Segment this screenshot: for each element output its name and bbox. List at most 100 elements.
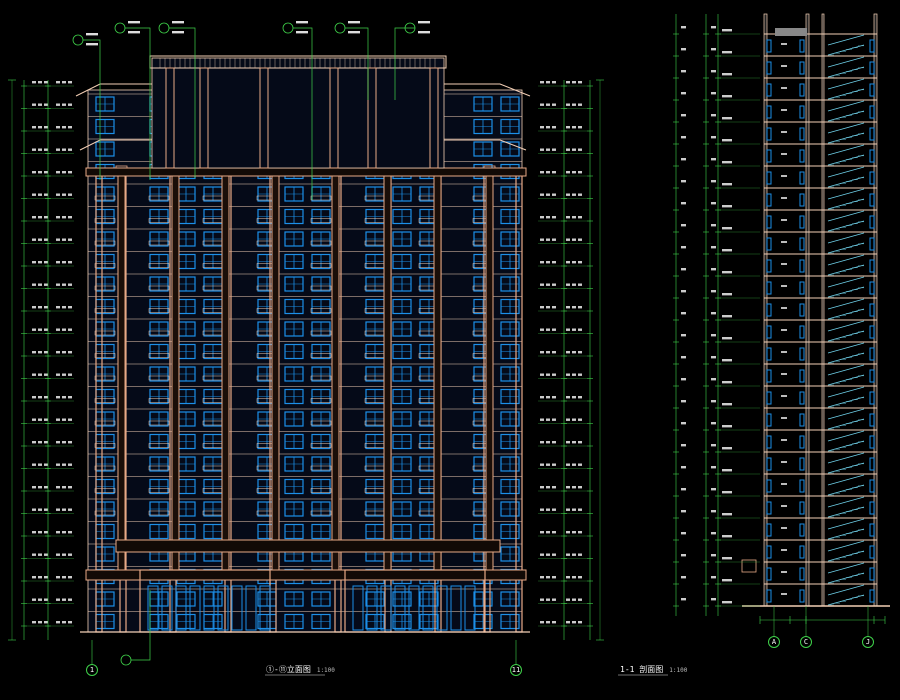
stair-flight bbox=[827, 396, 865, 408]
dimension-text-mark bbox=[38, 486, 42, 489]
dimension-text-mark bbox=[572, 463, 576, 466]
dimension-text-mark bbox=[68, 418, 72, 421]
elevation-scale: 1:100 bbox=[316, 667, 335, 674]
section-axis-bubble-j: J bbox=[862, 636, 874, 648]
dimension-text-mark bbox=[566, 238, 570, 241]
dimension-text-mark bbox=[62, 621, 66, 624]
dimension-text-mark bbox=[32, 598, 36, 601]
entrance-door bbox=[161, 585, 173, 631]
dimension-text-mark bbox=[540, 598, 544, 601]
balcony-rail bbox=[310, 195, 332, 201]
section-window bbox=[869, 127, 875, 141]
entrance-door bbox=[422, 585, 434, 631]
stair-flight bbox=[827, 232, 865, 244]
dimension-text-mark bbox=[38, 598, 42, 601]
room-label-mark bbox=[781, 395, 787, 397]
dimension-text-mark bbox=[578, 193, 582, 196]
column bbox=[331, 169, 340, 575]
stair-flight bbox=[827, 594, 865, 606]
section-window bbox=[799, 391, 805, 405]
dimension-text-mark bbox=[56, 261, 60, 264]
dimension-text-mark bbox=[44, 103, 48, 106]
dimension-text-mark bbox=[44, 306, 48, 309]
stair-flight bbox=[827, 528, 865, 540]
dimension-text-mark bbox=[540, 81, 544, 84]
stair-flight bbox=[827, 144, 865, 156]
dimension-text-mark bbox=[32, 193, 36, 196]
callout-text-mark bbox=[86, 33, 98, 36]
stair-flight bbox=[827, 550, 865, 562]
dimension-text-mark bbox=[56, 193, 60, 196]
dimension-text-mark bbox=[540, 171, 544, 174]
section-dimension-text-mark bbox=[681, 488, 686, 491]
room-label-mark bbox=[781, 153, 787, 155]
dimension-text-mark bbox=[540, 418, 544, 421]
section-level-text-mark bbox=[722, 403, 732, 406]
entrance-door bbox=[352, 585, 364, 631]
dimension-text-mark bbox=[540, 553, 544, 556]
section-level-text-mark bbox=[722, 469, 732, 472]
section-dimension-text-mark bbox=[681, 136, 686, 139]
dimension-text-mark bbox=[546, 103, 550, 106]
dimension-text-mark bbox=[540, 441, 544, 444]
dimension-text-mark bbox=[546, 373, 550, 376]
dimension-text-mark bbox=[32, 103, 36, 106]
dimension-text-mark bbox=[546, 171, 550, 174]
dimension-text-mark bbox=[578, 463, 582, 466]
balcony-rail bbox=[94, 353, 116, 358]
balcony-rail bbox=[310, 443, 332, 448]
balcony-rail bbox=[148, 465, 170, 471]
section-axis-bubble-c: C bbox=[800, 636, 812, 648]
section-dimension-text-mark bbox=[681, 114, 686, 117]
dimension-text-mark bbox=[38, 283, 42, 286]
entrance-door bbox=[366, 585, 378, 631]
section-dimension-text-mark bbox=[681, 400, 686, 403]
dimension-text-mark bbox=[546, 238, 550, 241]
callout-text-mark bbox=[296, 21, 308, 24]
balcony-rail bbox=[148, 488, 170, 493]
stair-flight bbox=[827, 440, 865, 452]
stair-flight bbox=[827, 78, 865, 90]
section-dimension-text-mark bbox=[681, 246, 686, 249]
section-level-text-mark bbox=[722, 315, 732, 318]
dimension-text-mark bbox=[32, 148, 36, 151]
dimension-text-mark bbox=[68, 373, 72, 376]
dimension-text-mark bbox=[62, 238, 66, 241]
section-window bbox=[766, 545, 772, 559]
entrance-door bbox=[408, 585, 420, 631]
dimension-text-mark bbox=[56, 351, 60, 354]
dimension-text-mark bbox=[56, 373, 60, 376]
section-level-text-mark bbox=[722, 161, 732, 164]
dimension-text-mark bbox=[540, 621, 544, 624]
section-window bbox=[869, 237, 875, 251]
entrance-door bbox=[450, 585, 462, 631]
section-level-text-mark bbox=[722, 535, 732, 538]
dimension-text-mark bbox=[552, 463, 556, 466]
section-window bbox=[799, 479, 805, 493]
callout-leader bbox=[169, 27, 196, 178]
section-window bbox=[766, 347, 772, 361]
dimension-text-mark bbox=[38, 193, 42, 196]
dimension-text-mark bbox=[44, 238, 48, 241]
dimension-text-mark bbox=[552, 373, 556, 376]
section-window bbox=[869, 105, 875, 119]
section-dimension-text-mark bbox=[681, 576, 686, 579]
section-dimension-text-mark bbox=[711, 268, 716, 271]
callout-text-mark bbox=[86, 43, 98, 46]
section-dimension-text-mark bbox=[681, 158, 686, 161]
dimension-text-mark bbox=[68, 126, 72, 129]
dimension-text-mark bbox=[38, 261, 42, 264]
balcony-rail bbox=[148, 218, 170, 223]
dimension-text-mark bbox=[62, 261, 66, 264]
dimension-text-mark bbox=[44, 328, 48, 331]
balcony-rail bbox=[310, 465, 332, 471]
dimension-text-mark bbox=[56, 396, 60, 399]
section-window bbox=[766, 391, 772, 405]
dimension-text-mark bbox=[566, 553, 570, 556]
section-dimension-text-mark bbox=[681, 290, 686, 293]
stair-flight bbox=[827, 176, 865, 188]
dimension-text-mark bbox=[572, 328, 576, 331]
section-window bbox=[799, 237, 805, 251]
section-level-text-mark bbox=[722, 337, 732, 340]
section-level-text-mark bbox=[722, 205, 732, 208]
